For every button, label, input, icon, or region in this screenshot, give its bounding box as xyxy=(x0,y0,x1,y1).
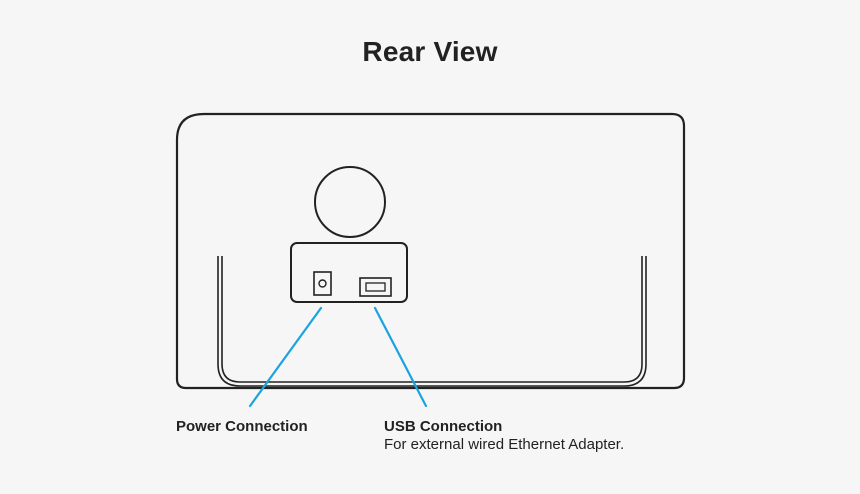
device-body-outline xyxy=(175,112,686,390)
power-connection-label: Power Connection xyxy=(176,418,308,435)
usb-connection-description: For external wired Ethernet Adapter. xyxy=(384,436,625,453)
stand-contour-inner xyxy=(221,256,643,383)
power-connection-callout: Power Connection xyxy=(176,418,308,436)
stand-contour xyxy=(217,256,647,387)
rear-dial xyxy=(314,166,386,238)
usb-a-port-icon xyxy=(359,277,392,297)
connector-panel xyxy=(290,242,408,303)
dc-power-jack-icon xyxy=(313,271,332,296)
usb-connection-callout: USB Connection For external wired Ethern… xyxy=(384,418,624,454)
usb-leader-line xyxy=(373,306,428,408)
usb-connection-label: USB Connection xyxy=(384,418,503,435)
power-leader-line xyxy=(248,306,323,408)
diagram-title: Rear View xyxy=(362,36,498,67)
